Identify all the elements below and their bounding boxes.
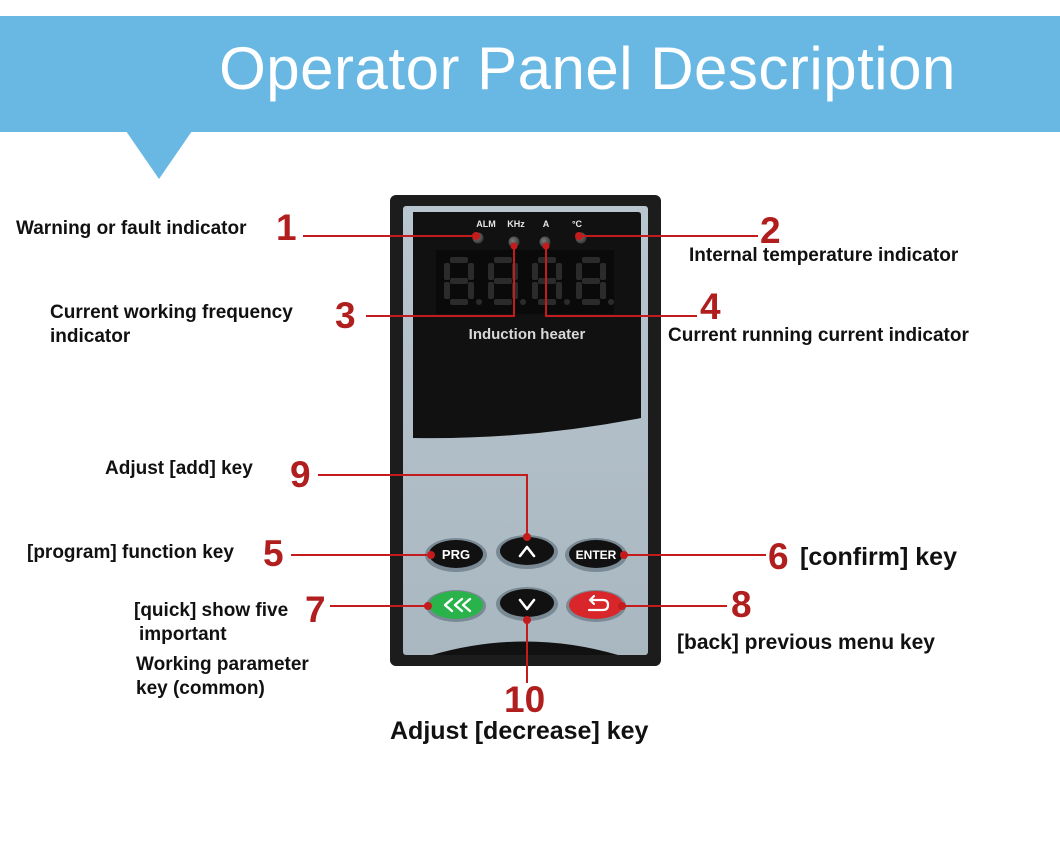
digit-1-segment-0 [494, 257, 512, 263]
callout-number-6: 6 [768, 536, 789, 577]
digit-2-segment-6 [556, 282, 562, 299]
digit-1-segment-2 [494, 299, 512, 305]
callout-number-7: 7 [305, 589, 326, 630]
callout-number-2: 2 [760, 210, 781, 251]
banner-pointer [126, 131, 192, 179]
digit-3-segment-0 [582, 257, 600, 263]
callout-label-6: [confirm] key [800, 543, 957, 571]
banner-title: Operator Panel Description [219, 35, 956, 102]
leader-4 [545, 246, 697, 317]
digit-3-segment-2 [582, 299, 600, 305]
digit-0-segment-2 [450, 299, 468, 305]
callout-label-7d: key (common) [136, 678, 265, 699]
leader-dot-2 [575, 232, 583, 240]
leader-dot-10 [523, 616, 531, 624]
leader-dot-7 [424, 602, 432, 610]
callout-number-5: 5 [263, 533, 284, 574]
leader-dot-5 [427, 551, 435, 559]
digit-1-decimal-point [520, 299, 526, 305]
leader-dot-6 [620, 551, 628, 559]
indicator-label-alm: ALM [476, 219, 496, 229]
leader-dot-3 [510, 242, 518, 250]
digit-0-segment-5 [444, 282, 450, 299]
enter-key-label: ENTER [576, 548, 617, 562]
title-banner: Operator Panel Description [0, 16, 1060, 132]
callout-label-4: Current running current indicator [668, 325, 969, 346]
indicator-label-khz: KHz [507, 219, 525, 229]
callout-label-8: [back] previous menu key [677, 631, 935, 654]
callout-label-7c: Working parameter [136, 654, 309, 675]
callout-number-9: 9 [290, 454, 311, 495]
digit-2-segment-4 [556, 263, 562, 280]
digit-2-segment-5 [532, 282, 538, 299]
return-arrow-icon [587, 594, 610, 612]
leader-lines [291, 235, 766, 683]
digit-0-segment-4 [468, 263, 474, 280]
digit-0-segment-1 [450, 278, 468, 284]
digit-0-segment-6 [468, 282, 474, 299]
digit-0-decimal-point [476, 299, 482, 305]
digit-2-segment-3 [532, 263, 538, 280]
callout-label-9: Adjust [add] key [105, 458, 253, 479]
brand-label: Induction heater [469, 326, 586, 343]
callout-label-3b: indicator [50, 326, 131, 347]
down-arrow-icon [518, 598, 536, 611]
digit-0-segment-3 [444, 263, 450, 280]
leader-dot-1 [472, 232, 480, 240]
callout-label-7b: important [139, 624, 227, 645]
callout-number-8: 8 [731, 584, 752, 625]
down-key[interactable] [496, 587, 558, 621]
digit-1-segment-5 [488, 282, 494, 299]
digit-3-decimal-point [608, 299, 614, 305]
digit-3-segment-1 [582, 278, 600, 284]
indicator-label-amp: A [543, 219, 550, 229]
callout-number-3: 3 [335, 295, 356, 336]
callout-label-2: Internal temperature indicator [689, 245, 959, 266]
callout-label-5: [program] function key [27, 542, 234, 563]
enter-key[interactable]: ENTER [565, 538, 627, 572]
callout-number-1: 1 [276, 207, 297, 248]
callout-label-7a: [quick] show five [134, 600, 289, 621]
digit-1-segment-1 [494, 278, 512, 284]
back-key[interactable] [566, 590, 626, 622]
digit-0-segment-0 [450, 257, 468, 263]
up-key[interactable] [496, 535, 558, 569]
leader-dots [424, 232, 628, 624]
leader-dot-8 [618, 602, 626, 610]
digit-2-decimal-point [564, 299, 570, 305]
callout-label-10: Adjust [decrease] key [390, 717, 649, 745]
digit-3-segment-6 [600, 282, 606, 299]
leader-9 [318, 474, 528, 535]
double-chevron-left-icon [443, 597, 472, 613]
digit-3-segment-5 [576, 282, 582, 299]
bottom-arc [432, 641, 618, 655]
quick-key[interactable] [426, 590, 486, 622]
callout-label-3a: Current working frequency [50, 302, 293, 323]
up-arrow-icon [518, 545, 536, 558]
callout-number-4: 4 [700, 286, 721, 327]
callout-number-10: 10 [504, 679, 546, 720]
prg-key[interactable]: PRG [425, 538, 487, 572]
digit-1-segment-3 [488, 263, 494, 280]
leader-dot-4 [542, 242, 550, 250]
callout-label-1: Warning or fault indicator [16, 218, 247, 239]
digit-3-segment-3 [576, 263, 582, 280]
leader-3 [366, 246, 515, 317]
indicator-label-temp: °C [572, 219, 583, 229]
prg-key-label: PRG [442, 547, 470, 562]
leader-dot-9 [523, 533, 531, 541]
digit-3-segment-4 [600, 263, 606, 280]
